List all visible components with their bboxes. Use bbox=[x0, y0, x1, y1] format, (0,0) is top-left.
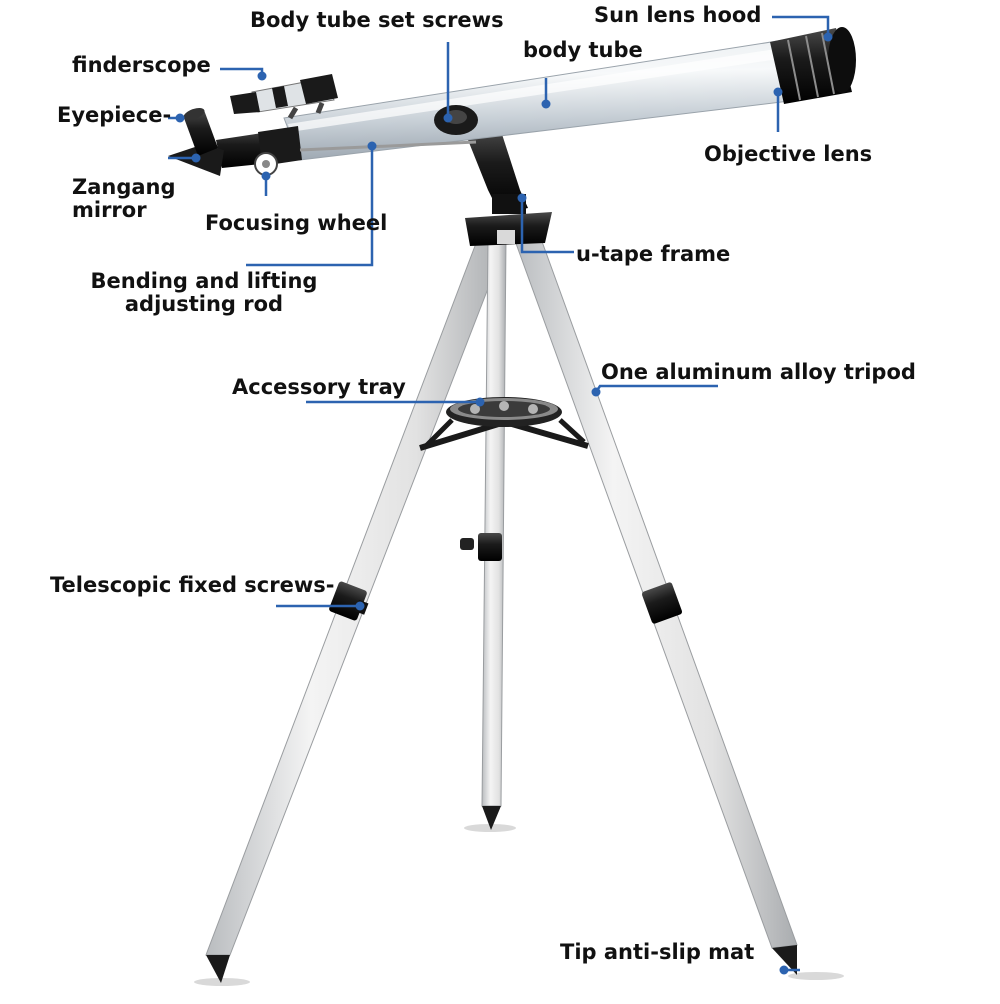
label-finderscope: finderscope bbox=[72, 53, 211, 77]
leader-dots bbox=[175, 32, 833, 975]
label-body-tube: body tube bbox=[523, 38, 643, 62]
label-bending-rod: Bending and lifting adjusting rod bbox=[90, 269, 318, 316]
tripod bbox=[205, 212, 798, 983]
ground-shadows bbox=[194, 824, 844, 986]
label-focusing-wheel: Focusing wheel bbox=[205, 211, 388, 235]
label-accessory-tray: Accessory tray bbox=[232, 375, 406, 399]
label-u-tape-frame: u-tape frame bbox=[576, 242, 731, 266]
label-body-tube-set-screws: Body tube set screws bbox=[250, 8, 504, 32]
tripod-head bbox=[465, 212, 552, 246]
label-tripod: One aluminum alloy tripod bbox=[601, 360, 916, 384]
tip-anti-slip-mat-left bbox=[206, 955, 230, 983]
body-tube bbox=[283, 27, 856, 161]
telescopic-clamp-rear bbox=[478, 533, 502, 561]
bending-adjusting-rod bbox=[299, 140, 477, 152]
label-sun-lens-hood: Sun lens hood bbox=[594, 3, 762, 27]
telescopic-clamp-right bbox=[641, 582, 683, 624]
tip-anti-slip-mat-right bbox=[772, 945, 797, 975]
label-tip-mat: Tip anti-slip mat bbox=[560, 940, 755, 964]
finderscope bbox=[230, 74, 338, 120]
tripod-leg-rear bbox=[481, 237, 507, 807]
label-objective-lens: Objective lens bbox=[704, 142, 873, 166]
u-tape-frame bbox=[468, 128, 528, 214]
eyepiece bbox=[184, 110, 218, 156]
label-zangang-mirror: Zangang mirror bbox=[72, 175, 176, 222]
tip-anti-slip-mat-rear bbox=[482, 806, 501, 830]
label-telescopic-screws: Telescopic fixed screws- bbox=[50, 573, 335, 597]
label-eyepiece: Eyepiece- bbox=[57, 103, 172, 127]
